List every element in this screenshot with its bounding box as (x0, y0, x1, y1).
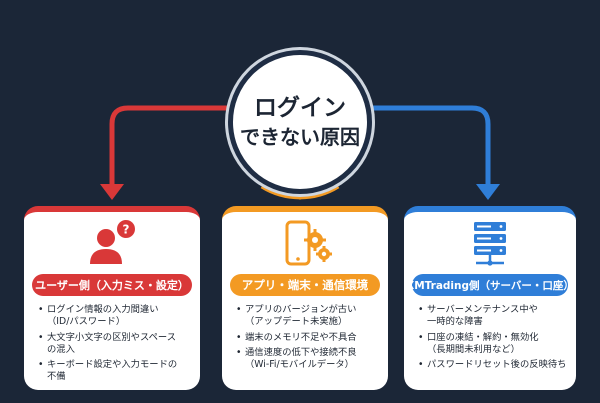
hub-title-line2: できない原因 (240, 124, 360, 149)
arrow-head-blue (476, 184, 500, 200)
list-item: 口座の凍結・解約・無効化（長期間未利用など） (418, 332, 570, 357)
arrow-to-user-card (109, 105, 235, 191)
list-item: 通信速度の低下や接続不良（Wi-Fi/モバイルデータ） (236, 347, 382, 372)
list-item: 端末のメモリ不足や不具合 (236, 332, 382, 345)
list-item: ログイン情報の入力間違い（ID/パスワード） (38, 304, 194, 329)
svg-text:?: ? (123, 223, 130, 237)
phone-gear-icon (285, 220, 332, 266)
hub-title-line1: ログイン (254, 95, 346, 122)
user-question-icon: ? (90, 220, 135, 264)
card-title-server: XMTrading側（サーバー・口座） (406, 274, 574, 296)
arrow-to-server-card (365, 105, 491, 191)
cause-card-user: ? ユーザー側（入力ミス・設定） ログイン情報の入力間違い（ID/パスワード） … (24, 206, 200, 390)
cause-list-user: ログイン情報の入力間違い（ID/パスワード） 大文字小文字の区別やスペースの混入… (24, 304, 200, 384)
cause-list-app: アプリのバージョンが古い（アップデート未実施） 端末のメモリ不足や不具合 通信速… (222, 304, 388, 371)
list-item: アプリのバージョンが古い（アップデート未実施） (236, 304, 382, 329)
arrow-head-red (100, 184, 124, 200)
list-item: パスワードリセット後の反映待ち (418, 359, 570, 372)
cause-card-app: アプリ・端末・通信環境 アプリのバージョンが古い（アップデート未実施） 端末のメ… (222, 206, 388, 390)
card-title-app: アプリ・端末・通信環境 (230, 274, 380, 296)
card-title-user: ユーザー側（入力ミス・設定） (32, 274, 192, 296)
hub-ring-orange (260, 183, 340, 200)
server-icon (474, 222, 506, 266)
hub-circle: ログイン できない原因 (228, 50, 372, 194)
